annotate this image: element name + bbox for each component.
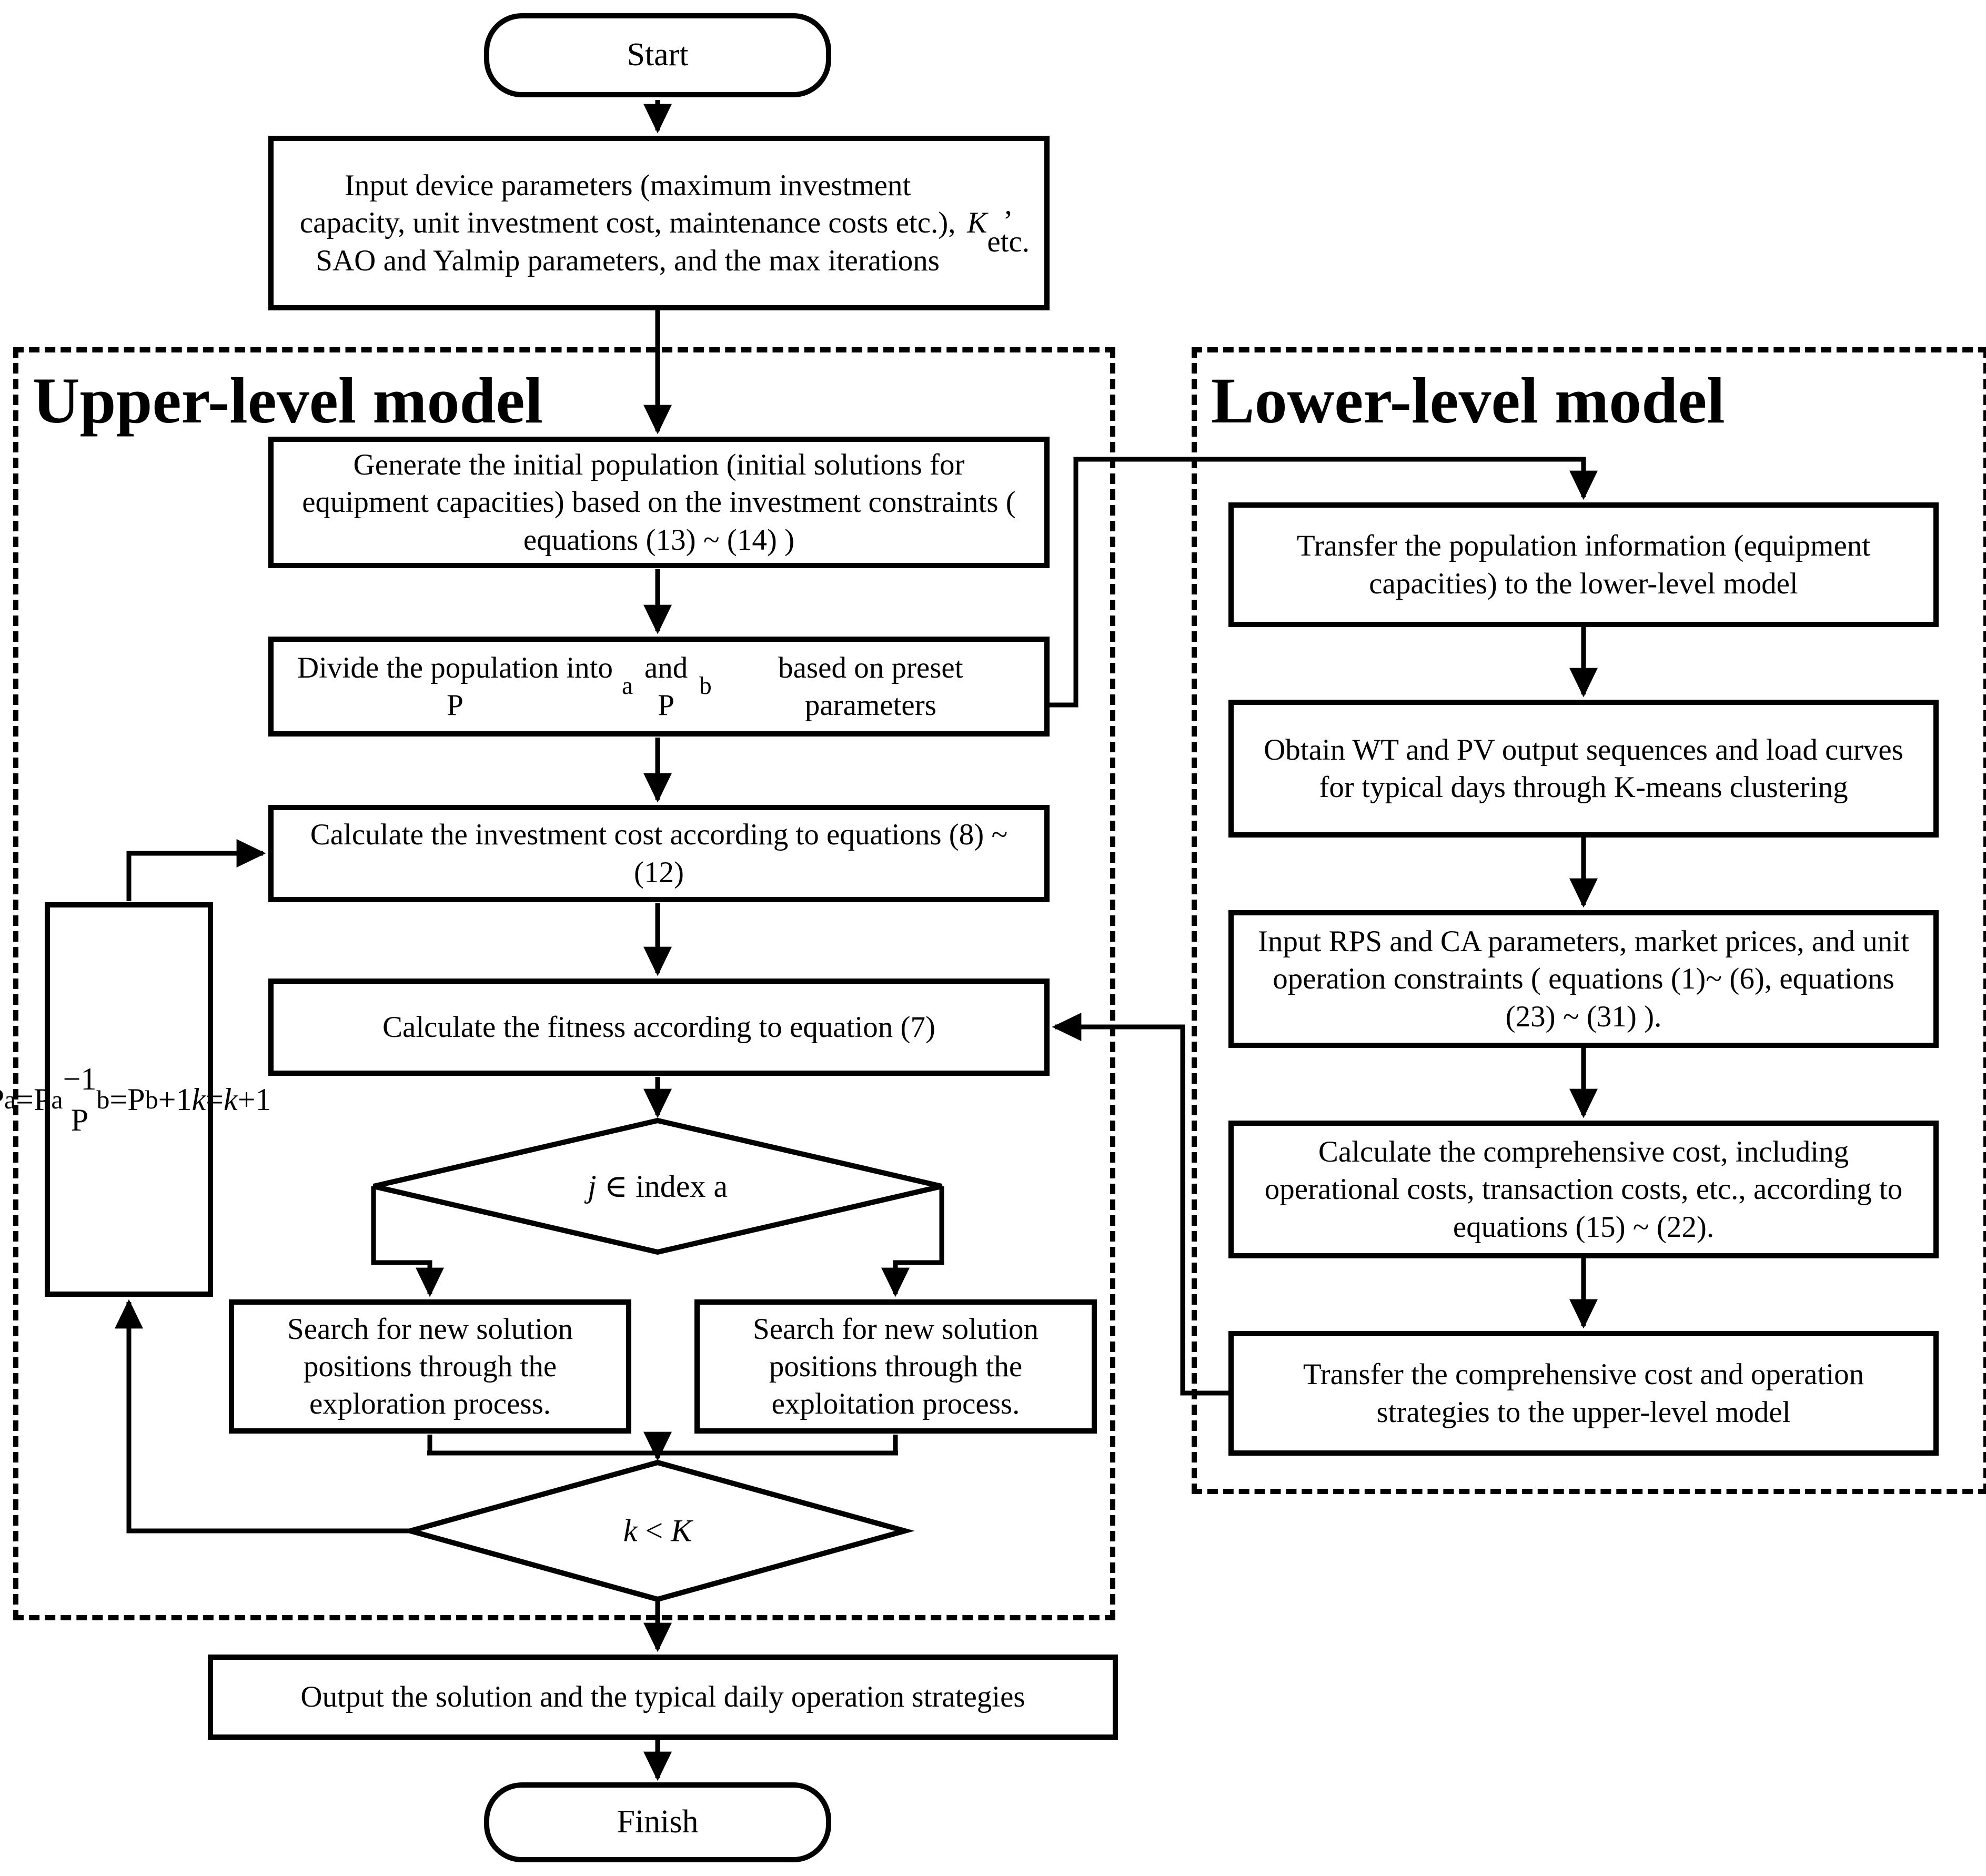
wire-decision-iteration-to-counter bbox=[115, 1299, 410, 1534]
wire-counter-to-calc-investment bbox=[126, 839, 266, 901]
calculate-comprehensive-box: Calculate the comprehensive cost, includ… bbox=[1228, 1121, 1939, 1258]
calculate-investment-box: Calculate the investment cost according … bbox=[268, 805, 1050, 902]
finish-terminal: Finish bbox=[484, 1782, 831, 1862]
counter-update-box: Pa =Pa−1Pb=Pb+1k=k+1 bbox=[0, 902, 271, 1297]
search-exploration-box: Search for new solution positions throug… bbox=[229, 1299, 631, 1434]
decision-index-diamond bbox=[372, 1117, 943, 1255]
generate-population-box: Generate the initial population (initial… bbox=[268, 437, 1050, 568]
decision-iteration-diamond bbox=[400, 1459, 915, 1602]
output-solution-box: Output the solution and the typical dail… bbox=[208, 1655, 1118, 1740]
calculate-fitness-box: Calculate the fitness according to equat… bbox=[268, 979, 1050, 1076]
lower-level-model-container bbox=[1192, 347, 1986, 1494]
transfer-cost-box: Transfer the comprehensive cost and oper… bbox=[1228, 1331, 1939, 1456]
input-parameters-box: Input device parameters (maximum investm… bbox=[268, 136, 1050, 310]
input-rps-box: Input RPS and CA parameters, market pric… bbox=[1228, 910, 1939, 1048]
decision-iteration-label: k < K bbox=[623, 1513, 692, 1548]
search-exploitation-box: Search for new solution positions throug… bbox=[694, 1299, 1097, 1434]
upper-level-model-container bbox=[13, 347, 1115, 1620]
obtain-sequences-box: Obtain WT and PV output sequences and lo… bbox=[1228, 700, 1939, 838]
wire-decision-to-exploitation bbox=[881, 1186, 944, 1297]
wire-decision-to-exploration bbox=[371, 1186, 444, 1297]
wire-divide-to-transfer-population bbox=[1050, 457, 1598, 708]
lower-level-model-title: Lower-level model bbox=[1211, 365, 1725, 437]
wire-transfer-cost-to-fitness bbox=[1052, 1013, 1228, 1396]
start-terminal: Start bbox=[484, 13, 831, 97]
decision-index-label: j ∈ index a bbox=[587, 1169, 728, 1204]
upper-level-model-title: Upper-level model bbox=[33, 365, 543, 437]
transfer-population-box: Transfer the population information (equ… bbox=[1228, 502, 1939, 627]
